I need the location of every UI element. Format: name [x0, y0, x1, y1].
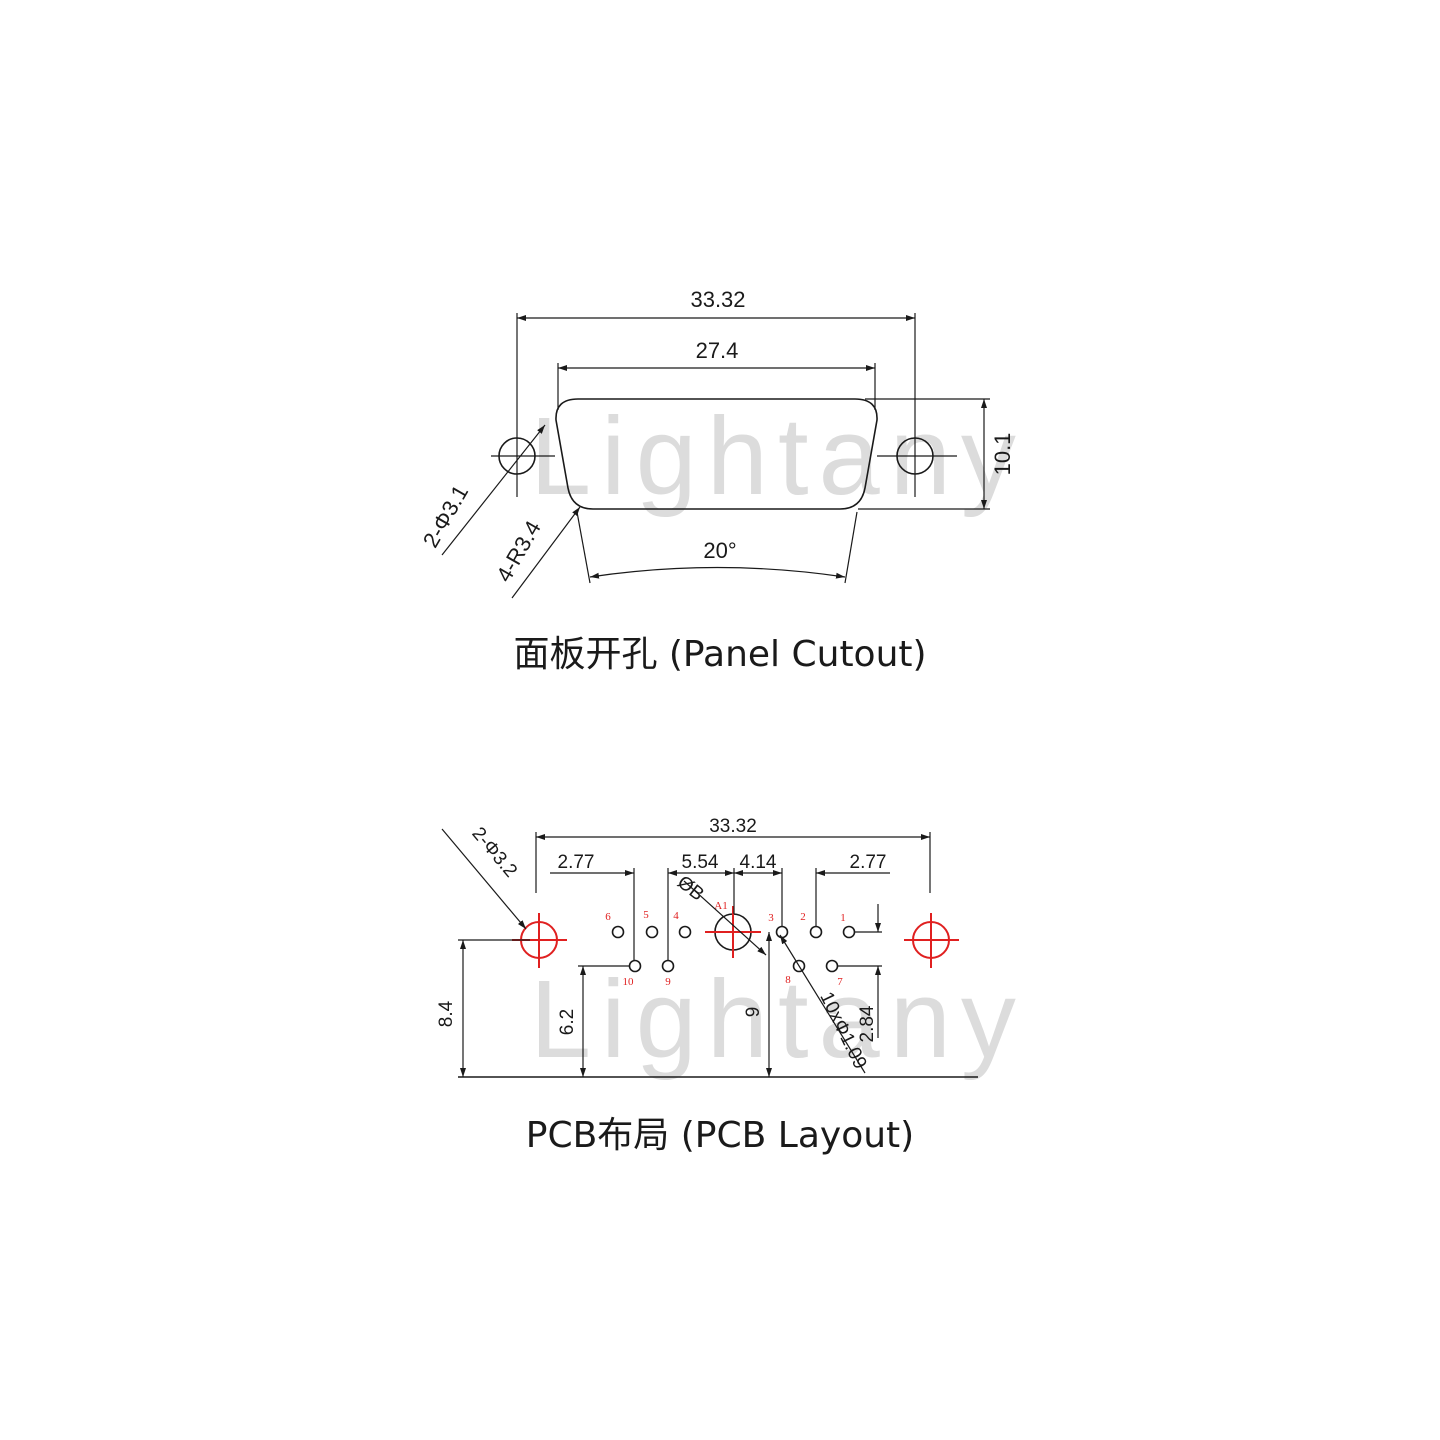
pcb-dim-width: 33.32: [709, 816, 757, 837]
pin-label-8: 8: [785, 974, 791, 986]
pin-8: [792, 959, 806, 973]
watermark-bottom: Lightany: [530, 958, 1026, 1081]
panel-dim-width-inner: 27.4: [696, 338, 739, 363]
pin-label-1: 1: [840, 912, 846, 924]
pin-4: [678, 925, 692, 939]
panel-dim-holes: 2-Φ3.1: [418, 481, 474, 552]
pcb-dim-height-coax: 9: [743, 1007, 764, 1018]
pin-1: [842, 925, 856, 939]
panel-dim-width-outer: 33.32: [690, 287, 745, 312]
pin-3: [775, 925, 789, 939]
pcb-caption: PCB布局 (PCB Layout): [526, 1115, 914, 1156]
pcb-dim-height-mount: 8.4: [436, 1000, 457, 1027]
panel-dim-radius: 4-R3.4: [491, 516, 546, 586]
panel-dim-angle: 20°: [703, 538, 736, 563]
pcb-dim-height-row2: 6.2: [557, 1009, 578, 1035]
pin-label-2: 2: [800, 911, 806, 923]
pcb-dim-holes: 2-Φ3.2: [467, 823, 521, 881]
pin-label-7: 7: [837, 976, 843, 988]
pin-9: [661, 959, 675, 973]
pcb-dim-pitch-right: 4.14: [740, 852, 777, 873]
pin-label-6: 6: [605, 911, 611, 923]
pcb-dim-coax-hole: ØB: [673, 872, 708, 905]
pin-label-a1: A1: [714, 900, 727, 912]
pin-label-3: 3: [768, 912, 774, 924]
pin-5: [645, 925, 659, 939]
pcb-dim-pitch-left: 5.54: [682, 852, 719, 873]
pcb-dim-right-offset: 2.77: [850, 852, 887, 873]
pin-label-10: 10: [623, 976, 635, 988]
pcb-dim-row-spacing: 2.84: [857, 1005, 878, 1042]
pin-7: [825, 959, 839, 973]
pin-label-4: 4: [673, 910, 679, 922]
panel-dim-height: 10.1: [990, 433, 1015, 476]
pin-2: [809, 925, 823, 939]
panel-caption: 面板开孔 (Panel Cutout): [513, 634, 926, 675]
pin-label-5: 5: [643, 909, 649, 921]
pin-6: [611, 925, 625, 939]
pin-label-9: 9: [665, 976, 671, 988]
pcb-dim-left-offset: 2.77: [558, 852, 595, 873]
